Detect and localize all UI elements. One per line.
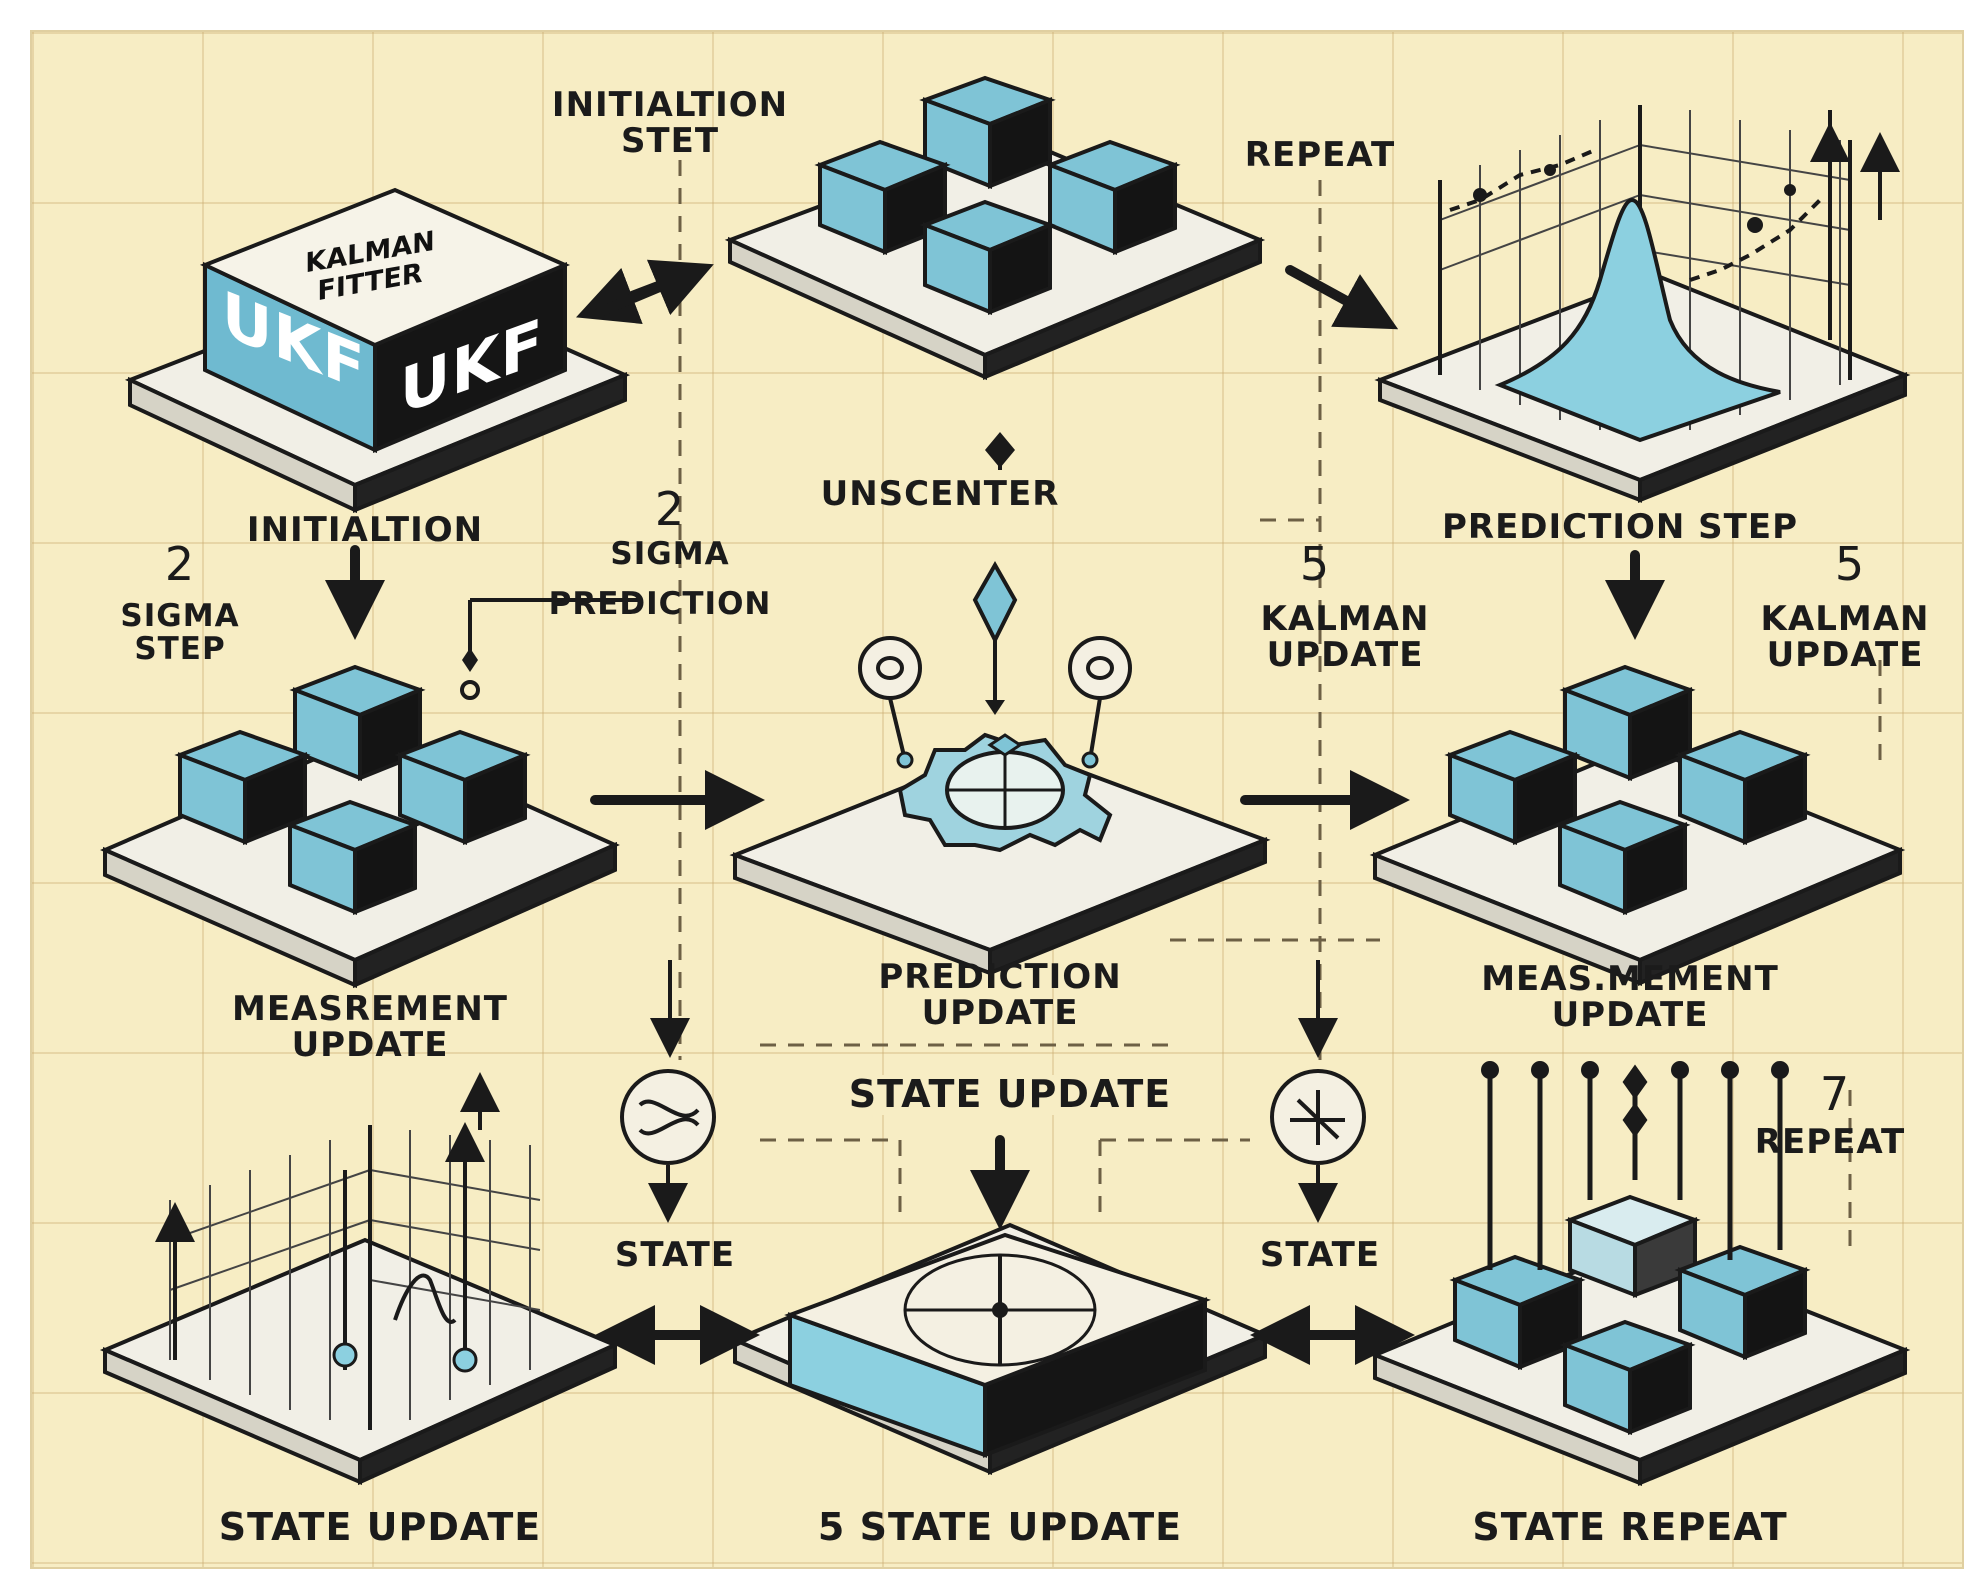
label-number-7: 7 [1819,1067,1851,1121]
prediction-plot [1438,105,1852,443]
flow-arrows [325,259,1665,1365]
label-sigma-center: SIGMA [610,536,730,572]
symbol-left-circle [620,1069,716,1165]
label-initialtion: INITIALTION [246,510,484,550]
platform-state-left [99,1237,621,1486]
label-number-5-right: 5 [1834,537,1866,591]
thin-arrows [468,132,1900,1223]
cube-cluster-top [814,75,1181,315]
diamond-marker [985,432,1015,468]
cube-cluster-right [1444,664,1811,915]
label-initialtion-stet: INITIALTION STET [551,85,789,161]
unscented-gear [858,560,1132,853]
label-state-repeat-bottom-right: STATE REPEAT [1472,1505,1788,1549]
label-measurement-update-right: MEAS.MEMENT UPDATE [1481,959,1779,1035]
label-prediction-update: PREDICTION UPDATE [878,957,1122,1033]
label-number-5-mid: 5 [1299,537,1331,591]
symbol-right-circle [1270,1069,1366,1165]
label-kalman-update-mid: KALMAN UPDATE [1260,599,1430,675]
label-prediction-center: PREDICTION [548,586,772,622]
label-repeat-top: REPEAT [1244,135,1396,175]
cube-cluster-left [174,664,531,915]
label-repeat-right: REPEAT [1754,1122,1906,1162]
label-unscenter: UNSCENTER [820,474,1060,514]
label-sigma-step: SIGMA STEP [120,598,240,667]
label-number-2-center: 2 [654,482,686,536]
diamond-marker-left [462,648,478,672]
ukf-box [199,187,571,454]
state-update-grid [155,1072,541,1430]
label-state-update-bottom-center: 5 STATE UPDATE [817,1505,1183,1549]
label-state-update-bottom-left: STATE UPDATE [218,1505,542,1549]
state-center-box [784,1232,1211,1458]
guide-lines [678,160,1882,1250]
label-kalman-update-right: KALMAN UPDATE [1760,599,1930,675]
label-state-right: STATE [1259,1235,1381,1275]
label-number-2-left: 2 [164,537,196,591]
label-measrement-update: MEASREMENT UPDATE [232,989,508,1065]
label-state-update-center: STATE UPDATE [800,1074,1220,1115]
cube-cluster-repeat [1449,1061,1811,1435]
marker-left-dot [460,680,480,700]
label-state-left: STATE [614,1235,736,1275]
label-prediction-step: PREDICTION STEP [1441,507,1798,547]
